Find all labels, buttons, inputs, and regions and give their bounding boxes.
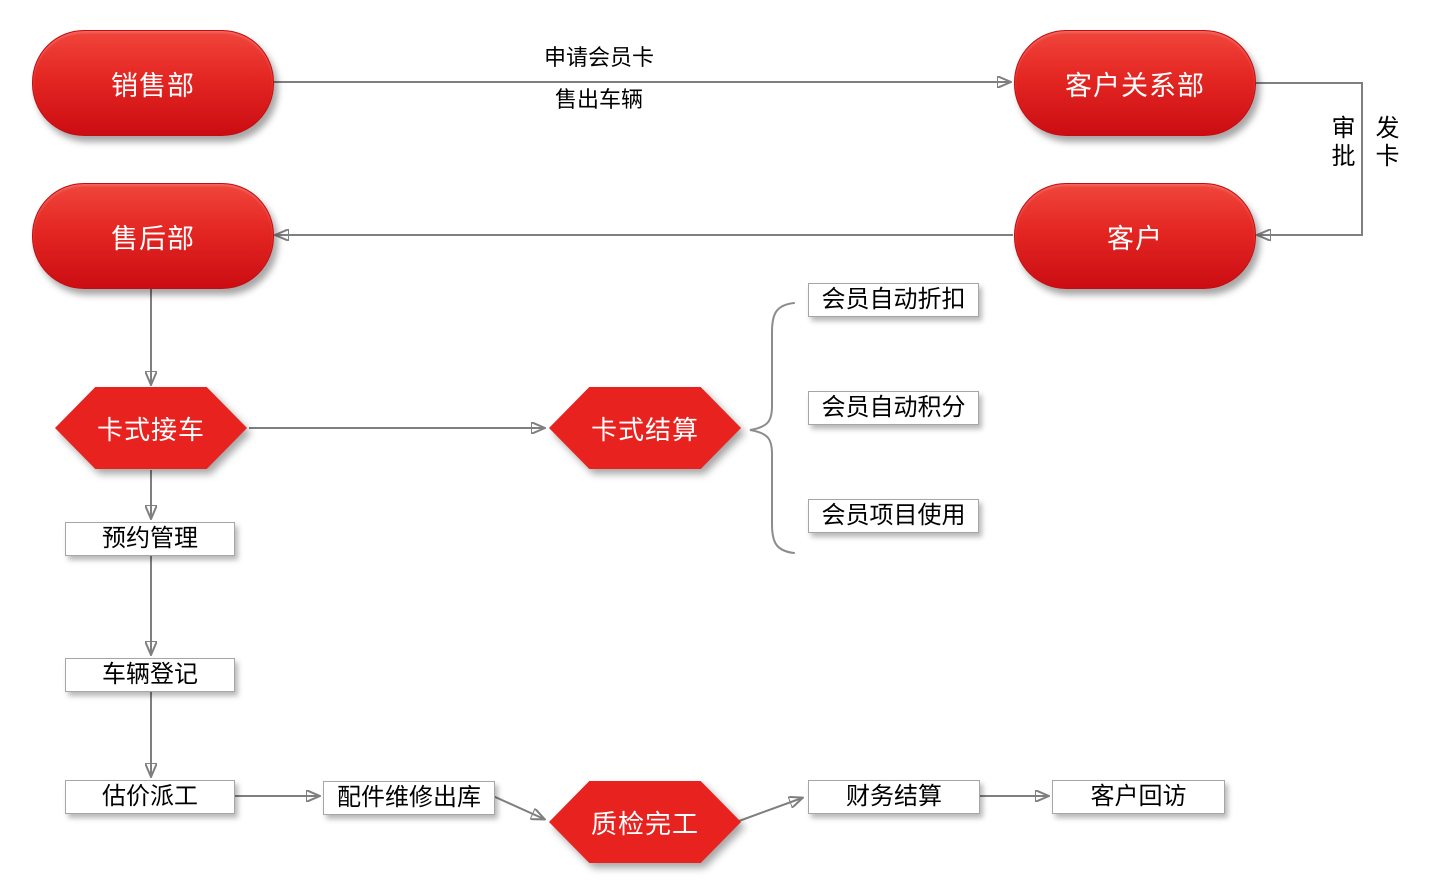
node-member-item-usage: 会员项目使用 — [808, 499, 979, 533]
node-parts-repair-outbound: 配件维修出库 — [323, 781, 495, 815]
node-sales-dept: 销售部 — [32, 30, 274, 136]
settlement-brace — [749, 302, 795, 554]
edge-label-issue-card: 发卡 — [1371, 115, 1398, 171]
node-card-settlement-label: 卡式结算 — [590, 414, 699, 445]
node-valuation-dispatch-label: 估价派工 — [102, 783, 198, 810]
node-customer-followup: 客户回访 — [1052, 780, 1225, 814]
node-customer: 客户 — [1014, 183, 1256, 289]
node-customer-label: 客户 — [1107, 223, 1163, 254]
node-financial-settlement: 财务结算 — [808, 780, 980, 814]
card-settlement-hexagon: 卡式结算 — [549, 387, 741, 469]
node-parts-repair-outbound-label: 配件维修出库 — [337, 784, 481, 811]
node-quality-inspection: 质检完工 — [549, 781, 741, 863]
node-member-auto-discount: 会员自动折扣 — [808, 283, 979, 317]
edge-label-sell-vehicle: 售出车辆 — [554, 87, 643, 112]
node-member-auto-discount-label: 会员自动折扣 — [821, 286, 966, 313]
node-financial-settlement-label: 财务结算 — [846, 783, 942, 810]
node-customer-followup-label: 客户回访 — [1090, 783, 1187, 810]
node-card-reception: 卡式接车 — [55, 387, 247, 469]
node-sales-dept-label: 销售部 — [111, 70, 195, 101]
edge-label-approval: 审批 — [1327, 115, 1354, 171]
node-appointment-mgmt-label: 预约管理 — [102, 525, 198, 552]
node-customer-relations-dept-label: 客户关系部 — [1065, 70, 1205, 101]
node-member-auto-points: 会员自动积分 — [808, 391, 979, 425]
node-member-auto-points-label: 会员自动积分 — [821, 394, 966, 421]
node-card-settlement: 卡式结算 — [549, 387, 741, 469]
node-card-reception-label: 卡式接车 — [96, 414, 205, 445]
node-quality-inspection-label: 质检完工 — [590, 808, 699, 839]
node-member-item-usage-label: 会员项目使用 — [821, 502, 966, 529]
node-after-sales-dept-label: 售后部 — [111, 223, 195, 254]
node-vehicle-registration: 车辆登记 — [65, 658, 235, 692]
quality-inspection-hexagon: 质检完工 — [549, 781, 741, 863]
node-vehicle-registration-label: 车辆登记 — [102, 661, 198, 688]
node-after-sales-dept: 售后部 — [32, 183, 274, 289]
edge-quality-to-financial — [738, 798, 802, 822]
node-customer-relations-dept: 客户关系部 — [1014, 30, 1256, 136]
card-reception-hexagon: 卡式接车 — [55, 387, 247, 469]
node-appointment-mgmt: 预约管理 — [65, 522, 235, 556]
edge-label-apply-member-card: 申请会员卡 — [543, 45, 654, 70]
node-valuation-dispatch: 估价派工 — [65, 780, 235, 814]
edge-parts-to-quality — [492, 795, 544, 819]
edge-crm-to-customer — [1254, 82, 1363, 235]
